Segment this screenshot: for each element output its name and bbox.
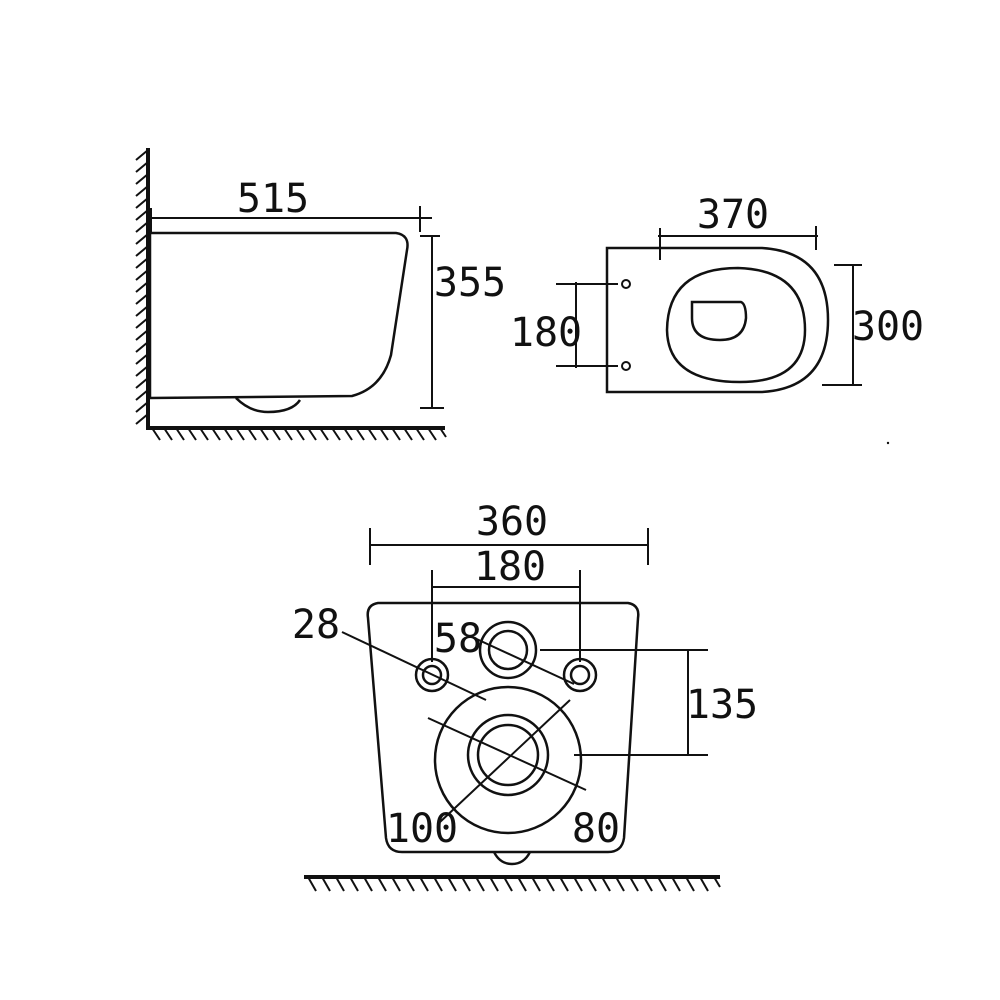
dimension-360 [369, 528, 649, 565]
floor-hatch-back [304, 875, 721, 892]
bolt-hole-left-inner [421, 664, 443, 686]
outlet-hole-middle [466, 713, 550, 797]
seat-hole-left [621, 279, 631, 289]
dim-label-135: 135 [686, 682, 758, 728]
bowl-side-foot [235, 397, 302, 414]
dim-label-300: 300 [852, 304, 924, 350]
stray-dot [886, 441, 890, 445]
dim-label-370: 370 [697, 192, 769, 238]
dim-label-58: 58 [434, 616, 482, 662]
bowl-side-outline [148, 231, 409, 400]
inlet-hole-outer [478, 620, 538, 680]
dimension-180-back [431, 570, 581, 662]
seat-hole-right [621, 361, 631, 371]
leader-58 [469, 635, 575, 685]
bolt-hole-right-outer [562, 657, 598, 693]
dimension-300 [822, 264, 862, 386]
outlet-hole-inner [476, 723, 540, 787]
dim-label-360: 360 [476, 499, 548, 545]
back-foot [492, 851, 532, 866]
dim-label-180-top: 180 [510, 310, 582, 356]
top-bowl-drain [690, 300, 748, 342]
dimension-355 [420, 235, 444, 409]
dimension-370 [658, 226, 818, 260]
dim-label-180-back: 180 [474, 544, 546, 590]
outlet-hole-outer [433, 685, 583, 835]
back-outline [366, 601, 640, 854]
dim-label-80: 80 [572, 806, 620, 852]
leader-28 [341, 631, 487, 701]
dimension-135 [540, 649, 708, 756]
side-view: 515 355 [135, 148, 506, 441]
floor-hatch-side [148, 426, 447, 441]
dimension-515 [148, 206, 432, 232]
dim-label-28: 28 [292, 602, 340, 648]
dim-label-355: 355 [434, 260, 506, 306]
dim-label-515: 515 [237, 176, 309, 222]
top-view: 370 180 300 [510, 192, 924, 394]
dimension-180-top [556, 282, 618, 368]
top-outline [605, 246, 830, 394]
bolt-hole-right-inner [569, 664, 591, 686]
top-bowl-rim [665, 266, 807, 384]
inlet-hole-inner [487, 629, 529, 671]
leader-80 [427, 717, 587, 791]
back-view: 360 180 28 58 135 100 80 [292, 499, 758, 892]
wall-hatch [135, 148, 150, 430]
dim-label-100: 100 [386, 806, 458, 852]
leader-100 [439, 699, 571, 823]
